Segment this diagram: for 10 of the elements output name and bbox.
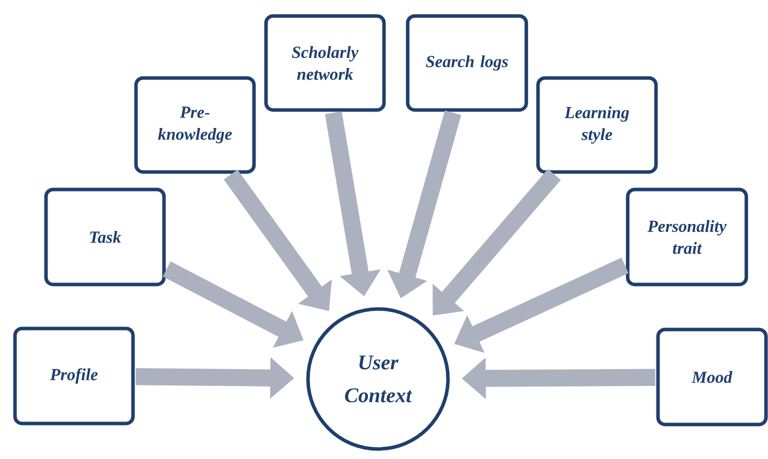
rounded-box: Scholarly network <box>264 14 386 112</box>
rounded-box: Mood <box>656 328 768 426</box>
arrow <box>432 168 561 316</box>
rounded-box: Task <box>44 188 166 286</box>
rounded-box: Search logs <box>406 14 528 112</box>
rounded-box: Learning style <box>536 76 658 174</box>
rounded-box: Pre-knowledge <box>134 76 256 174</box>
circle-node: User Context <box>306 307 450 451</box>
rounded-box: Profile <box>13 326 135 426</box>
rounded-box: Personality trait <box>626 188 748 286</box>
